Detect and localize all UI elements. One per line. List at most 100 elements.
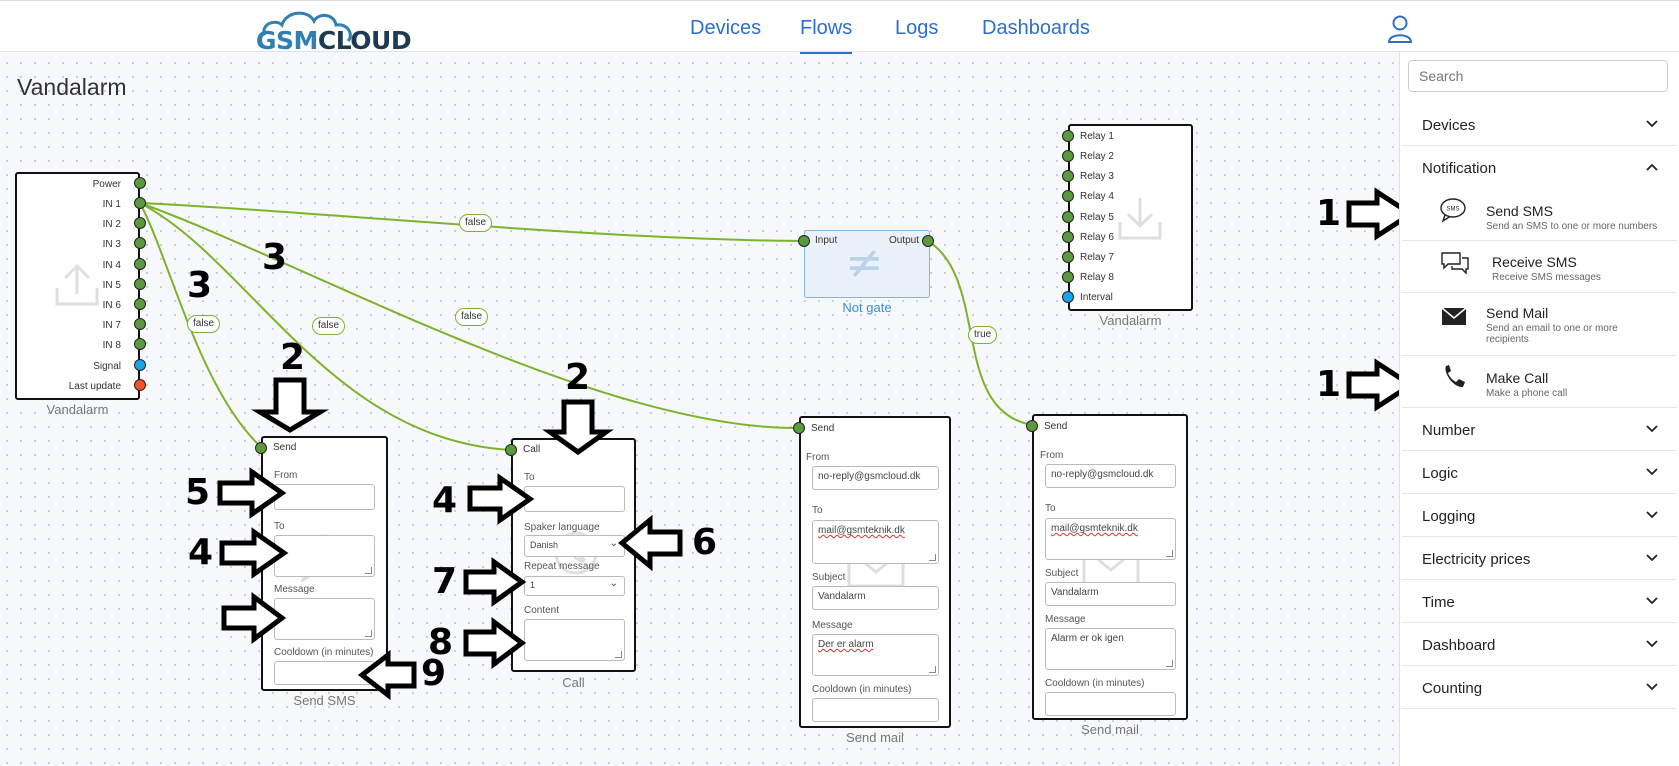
- message-textarea[interactable]: [274, 598, 375, 640]
- subject-input[interactable]: Vandalarm: [1045, 582, 1176, 606]
- sms-bubble-icon: SMS: [1440, 198, 1466, 223]
- send-mail-node[interactable]: Send From no-reply@gsmcloud.dk To mail@g…: [799, 416, 951, 728]
- from-input[interactable]: no-reply@gsmcloud.dk: [812, 466, 939, 490]
- to-label: To: [812, 505, 823, 516]
- category-label: Number: [1422, 422, 1476, 439]
- category-electricity-prices[interactable]: Electricity prices: [1402, 537, 1677, 580]
- category-logging[interactable]: Logging: [1402, 494, 1677, 537]
- port-dot[interactable]: [134, 258, 146, 270]
- search-input[interactable]: [1408, 60, 1668, 92]
- port-dot[interactable]: [134, 177, 146, 189]
- category-counting[interactable]: Counting: [1402, 666, 1677, 709]
- message-textarea[interactable]: Der er alarm: [812, 634, 939, 676]
- port-dot[interactable]: [1062, 251, 1074, 263]
- category-time[interactable]: Time: [1402, 580, 1677, 623]
- cooldown-input[interactable]: [1045, 692, 1176, 716]
- port-dot[interactable]: [134, 379, 146, 391]
- arrow-right-icon: [463, 617, 527, 669]
- cooldown-input[interactable]: [812, 698, 939, 722]
- to-label: To: [1045, 503, 1056, 514]
- arrow-right-icon: [219, 527, 289, 579]
- port-label: Signal: [93, 361, 121, 372]
- annotation-number: 2: [565, 357, 591, 398]
- port-dot[interactable]: [134, 298, 146, 310]
- port-dot[interactable]: [134, 338, 146, 350]
- category-notification[interactable]: Notification: [1402, 146, 1677, 189]
- from-input[interactable]: [274, 484, 375, 510]
- chevron-down-icon: ⌄: [609, 538, 618, 549]
- gsmcloud-logo[interactable]: GSMCLOUD: [256, 7, 412, 53]
- source-device-node[interactable]: Power IN 1 IN 2 IN 3 IN 4 IN 5 IN 6 IN 7…: [15, 172, 140, 400]
- node-caption: Send mail: [1081, 722, 1139, 737]
- user-icon[interactable]: [1387, 15, 1413, 43]
- port-dot[interactable]: [1062, 291, 1074, 303]
- language-select[interactable]: Danish ⌄: [524, 535, 625, 557]
- call-node[interactable]: Call To Spaker language Danish ⌄ Repeat …: [511, 438, 636, 672]
- from-label: From: [806, 452, 830, 463]
- annotation-number: 6: [692, 522, 718, 563]
- content-textarea[interactable]: [524, 619, 625, 661]
- category-devices[interactable]: Devices: [1402, 103, 1677, 146]
- port-dot[interactable]: [505, 444, 517, 456]
- palette-item-desc: Make a phone call: [1486, 388, 1568, 399]
- port-dot[interactable]: [1062, 150, 1074, 162]
- port-label: Power: [92, 179, 121, 190]
- nav-devices[interactable]: Devices: [690, 17, 762, 39]
- port-label: Send: [273, 442, 297, 453]
- port-dot[interactable]: [1026, 420, 1038, 432]
- port-dot[interactable]: [1062, 130, 1074, 142]
- palette-item-desc: Send an SMS to one or more numbers: [1486, 221, 1658, 232]
- nav-logs[interactable]: Logs: [895, 17, 939, 39]
- port-dot[interactable]: [134, 217, 146, 229]
- category-number[interactable]: Number: [1402, 408, 1677, 451]
- not-gate-node[interactable]: ≠ Input Output: [804, 230, 930, 298]
- port-dot[interactable]: [134, 359, 146, 371]
- category-label: Electricity prices: [1422, 551, 1531, 568]
- category-logic[interactable]: Logic: [1402, 451, 1677, 494]
- palette-item-make-call[interactable]: Make Call Make a phone call: [1402, 356, 1677, 408]
- port-label: Interval: [1080, 292, 1113, 303]
- port-dot[interactable]: [134, 318, 146, 330]
- content-label: Content: [524, 605, 560, 616]
- palette-item-title: Send SMS: [1486, 203, 1553, 219]
- send-mail-node[interactable]: Send From no-reply@gsmcloud.dk To mail@g…: [1032, 414, 1188, 720]
- to-textarea[interactable]: mail@gsmteknik.dk: [812, 520, 939, 564]
- palette-item-send-sms[interactable]: SMS Send SMS Send an SMS to one or more …: [1402, 189, 1677, 241]
- not-equal-icon: ≠: [845, 235, 884, 289]
- to-textarea[interactable]: mail@gsmteknik.dk: [1045, 518, 1176, 560]
- port-dot[interactable]: [134, 197, 146, 209]
- node-caption: Send mail: [846, 730, 904, 745]
- relay-device-node[interactable]: Relay 1 Relay 2 Relay 3 Relay 4 Relay 5 …: [1068, 124, 1193, 311]
- edge-in1-notgate: [139, 202, 805, 242]
- port-dot[interactable]: [1062, 231, 1074, 243]
- port-dot[interactable]: [1062, 211, 1074, 223]
- send-sms-node[interactable]: Send From To Message Cooldown (in minute…: [261, 436, 388, 691]
- nav-flows[interactable]: Flows: [800, 17, 853, 54]
- arrow-right-icon: [221, 592, 287, 644]
- port-dot[interactable]: [1062, 190, 1074, 202]
- category-label: Dashboard: [1422, 637, 1496, 654]
- port-dot[interactable]: [134, 278, 146, 290]
- port-dot[interactable]: [922, 235, 934, 247]
- edge-in1-call: [139, 202, 512, 451]
- palette-item-send-mail[interactable]: Send Mail Send an email to one or more r…: [1402, 293, 1677, 356]
- nav-dashboards[interactable]: Dashboards: [982, 17, 1090, 39]
- repeat-select[interactable]: 1 ⌄: [524, 576, 625, 596]
- palette-item-receive-sms[interactable]: Receive SMS Receive SMS messages: [1402, 241, 1677, 293]
- port-dot[interactable]: [1062, 170, 1074, 182]
- from-input[interactable]: no-reply@gsmcloud.dk: [1045, 464, 1176, 488]
- top-navigation-bar: GSMCLOUD Devices Flows Logs Dashboards: [0, 0, 1679, 54]
- to-textarea[interactable]: [274, 535, 375, 577]
- subject-input[interactable]: Vandalarm: [812, 586, 939, 610]
- port-label: Relay 1: [1080, 131, 1114, 142]
- port-dot[interactable]: [255, 442, 267, 454]
- node-caption: Not gate: [842, 300, 892, 315]
- category-dashboard[interactable]: Dashboard: [1402, 623, 1677, 666]
- port-dot[interactable]: [134, 237, 146, 249]
- port-dot[interactable]: [798, 235, 810, 247]
- port-label: IN 1: [102, 199, 121, 210]
- port-dot[interactable]: [1062, 271, 1074, 283]
- port-dot[interactable]: [793, 422, 805, 434]
- message-textarea[interactable]: Alarm er ok igen: [1045, 628, 1176, 670]
- cooldown-input[interactable]: [274, 661, 375, 685]
